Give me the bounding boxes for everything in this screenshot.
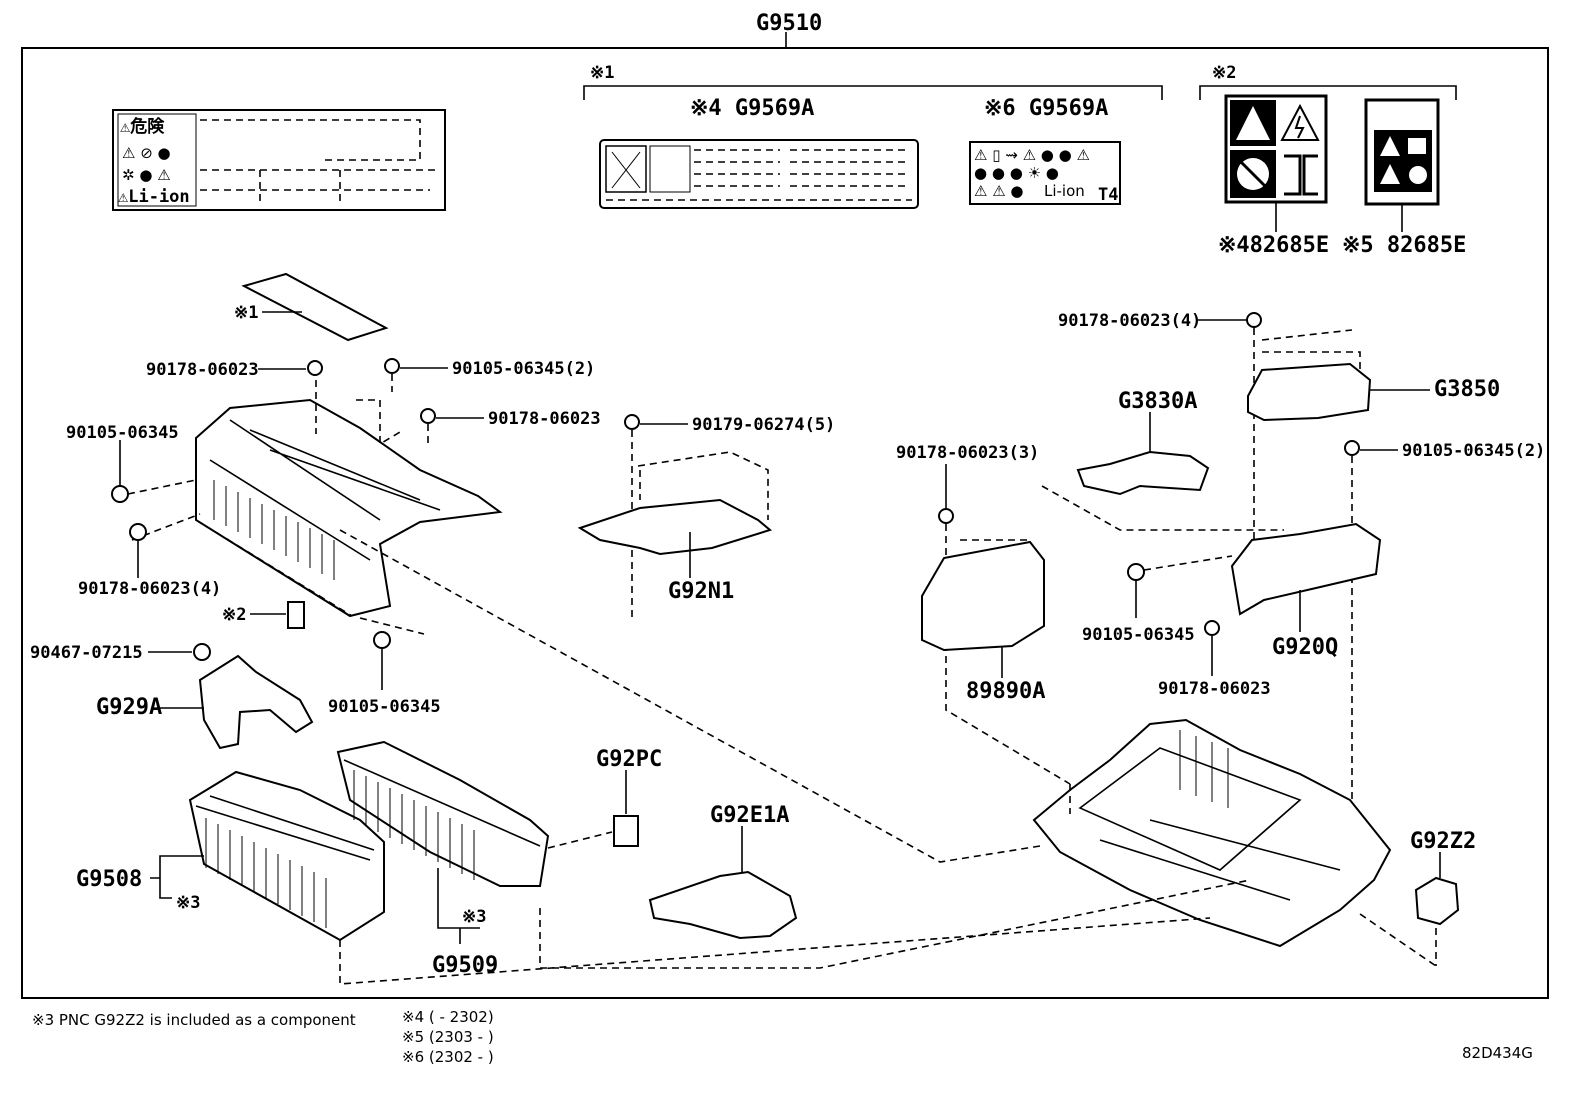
bolt-90105-a-icon [384, 358, 400, 374]
warning-label-82685e-4 [1224, 94, 1328, 204]
footnote-6: ※6 (2302 - ) [402, 1048, 494, 1066]
label-b-li-ion: Li-ion [1044, 182, 1085, 200]
label-b-icons-row1: ⚠ ▯ ⇝ ⚠ ● ● ⚠ [974, 146, 1090, 164]
upper-cover-shape [195, 398, 503, 618]
part-90178-a[interactable]: 90178-06023 [146, 360, 259, 380]
label-g9569a-6-text[interactable]: ※6 G9569A [984, 96, 1108, 121]
part-g92n1[interactable]: G92N1 [668, 579, 734, 604]
mark2-label: ※2 [222, 605, 246, 625]
warning-82685e-4-text[interactable]: ※482685E [1218, 233, 1329, 258]
main-part-label[interactable]: G9510 [756, 11, 822, 36]
part-89890a[interactable]: 89890A [966, 679, 1045, 704]
part-g920q[interactable]: G920Q [1272, 635, 1338, 660]
battery-stack-g9509-shape [336, 740, 550, 887]
part-90105-b[interactable]: 90105-06345 [66, 423, 179, 443]
label-b-t4: T4 [1098, 185, 1118, 205]
part-g92z2[interactable]: G92Z2 [1410, 829, 1476, 854]
bracket-g929a-shape [198, 654, 314, 750]
part-90178-b[interactable]: 90178-06023 [488, 409, 601, 429]
part-90178-c[interactable]: 90178-06023(4) [78, 579, 221, 599]
caution-title: ⚠危険 [120, 116, 165, 137]
group1-mark: ※1 [590, 63, 614, 83]
label-plate-g9569a-4 [599, 139, 919, 209]
part-90467[interactable]: 90467-07215 [30, 643, 143, 663]
battery-stack-g9508-shape [188, 770, 385, 942]
caution-li-ion: ⚠Li-ion [118, 187, 190, 207]
nut-90178-f-icon [1204, 620, 1220, 636]
warning-82685e-5-text[interactable]: ※5 82685E [1342, 233, 1466, 258]
part-90105-d[interactable]: 90105-06345(2) [1402, 441, 1545, 461]
label-b-icons-row3: ⚠ ⚠ ● [974, 182, 1024, 200]
clip-90467-icon [193, 643, 211, 661]
bracket-g920q-shape [1230, 522, 1382, 616]
part-g92z2-shape [1414, 876, 1460, 926]
footnote-5: ※5 (2303 - ) [402, 1028, 494, 1046]
part-g9508[interactable]: G9508 [76, 867, 142, 892]
bolt-90105-d-icon [1344, 440, 1360, 456]
duct-g92e1a-shape [648, 870, 798, 940]
nut-90179-icon [624, 414, 640, 430]
mark3a-label: ※3 [176, 893, 200, 913]
junction-g3850-shape [1247, 362, 1372, 422]
part-90178-f[interactable]: 90178-06023 [1158, 679, 1271, 699]
warning-label-82685e-5 [1364, 98, 1440, 206]
part-g929a[interactable]: G929A [96, 695, 162, 720]
part-g92e1a[interactable]: G92E1A [710, 803, 789, 828]
part-g3830a[interactable]: G3830A [1118, 389, 1197, 414]
part-90105-a[interactable]: 90105-06345(2) [452, 359, 595, 379]
bracket-g92n1-shape [577, 498, 773, 556]
part-90105-c[interactable]: 90105-06345 [328, 697, 441, 717]
label-b-icons-row2: ● ● ● ☀ ● [974, 164, 1059, 182]
part-g3850[interactable]: G3850 [1434, 377, 1500, 402]
nut-90178-e-icon [938, 508, 954, 524]
mark3b-label: ※3 [462, 907, 486, 927]
diagram-frame [21, 47, 1549, 999]
part-90179[interactable]: 90179-06274(5) [692, 415, 835, 435]
part-g92pc[interactable]: G92PC [596, 747, 662, 772]
bolt-90105-b-icon [111, 485, 129, 503]
nut-90178-d-icon [1246, 312, 1262, 328]
part-90178-e[interactable]: 90178-06023(3) [896, 443, 1039, 463]
nut-90178-a-icon [307, 360, 323, 376]
module-89890a-shape [921, 540, 1045, 652]
part-90178-d[interactable]: 90178-06023(4) [1058, 311, 1201, 331]
group2-mark: ※2 [1212, 63, 1236, 83]
bolt-90105-c-icon [373, 631, 391, 649]
bolt-90105-e-icon [1127, 563, 1145, 581]
caution-icon-row2: ✲ ● ⚠ [122, 166, 171, 184]
part-g92pc-shape [613, 815, 639, 847]
nut-90178-c-icon [129, 523, 147, 541]
label-g9569a-4-text[interactable]: ※4 G9569A [690, 96, 814, 121]
mark1-label: ※1 [234, 303, 258, 323]
lower-case-tray-shape [1032, 718, 1392, 948]
part-90105-e[interactable]: 90105-06345 [1082, 625, 1195, 645]
footnote-3: ※3 PNC G92Z2 is included as a component [32, 1011, 356, 1029]
caution-icon-row1: ⚠ ⊘ ● [122, 144, 171, 162]
caution-label-plate: ⚠危険 ⚠ ⊘ ● ✲ ● ⚠ ⚠Li-ion [112, 109, 446, 211]
wire-g3830a-shape [1076, 450, 1210, 496]
footnote-4: ※4 ( - 2302) [402, 1008, 494, 1026]
label-sheet-shape [241, 272, 389, 342]
nut-90178-b-icon [420, 408, 436, 424]
diagram-code: 82D434G [1462, 1044, 1533, 1062]
label-plate-g9569a-6: ⚠ ▯ ⇝ ⚠ ● ● ⚠ ● ● ● ☀ ● ⚠ ⚠ ● Li-ion T4 [969, 141, 1121, 205]
mark2-sheet-shape [287, 601, 305, 629]
